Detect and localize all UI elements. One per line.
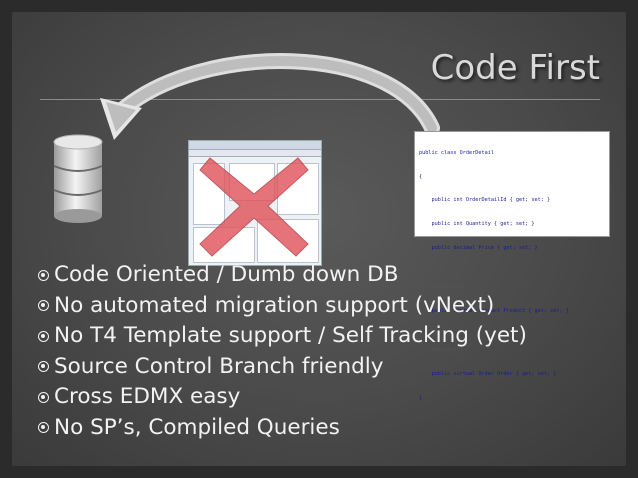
database-icon bbox=[53, 134, 103, 223]
bullet-text: Code Oriented / Dumb down DB bbox=[54, 262, 399, 287]
bullet-item: Source Control Branch friendly bbox=[38, 352, 527, 383]
code-sample: public class OrderDetail { public int Or… bbox=[414, 131, 610, 401]
bullet-icon bbox=[38, 361, 49, 373]
bullet-item: No T4 Template support / Self Tracking (… bbox=[38, 321, 527, 352]
title-divider bbox=[40, 99, 600, 100]
bullet-icon bbox=[38, 300, 49, 312]
code-line: public decimal Price { get; set; } bbox=[419, 244, 538, 251]
bullet-text: Cross EDMX easy bbox=[54, 384, 241, 409]
bullet-item: Cross EDMX easy bbox=[38, 382, 527, 413]
code-line: public int OrderDetailId { get; set; } bbox=[419, 197, 551, 204]
code-line: [Required] bbox=[419, 347, 463, 354]
code-line: } bbox=[419, 394, 423, 401]
red-cross-mark bbox=[199, 157, 309, 257]
code-line: [Required] bbox=[419, 284, 463, 291]
bullet-icon bbox=[38, 391, 49, 403]
bullet-icon bbox=[38, 330, 49, 342]
bullet-icon bbox=[38, 422, 49, 434]
code-line: public virtual Product Product { get; se… bbox=[419, 307, 569, 314]
curved-arrow bbox=[100, 53, 440, 140]
bullet-text: Source Control Branch friendly bbox=[54, 353, 384, 379]
bullet-item: No SP’s, Compiled Queries bbox=[38, 413, 527, 444]
code-line: public int Quantity { get; set; } bbox=[419, 220, 535, 227]
bullet-item: No automated migration support (vNext) bbox=[38, 291, 527, 322]
slide-title: Code First bbox=[430, 48, 600, 88]
code-line: public class OrderDetail bbox=[419, 149, 494, 156]
bullet-item: Code Oriented / Dumb down DB bbox=[38, 260, 527, 291]
code-line: { bbox=[419, 173, 423, 180]
bullet-text: No T4 Template support / Self Tracking (… bbox=[54, 323, 527, 348]
bullet-text: No SP’s, Compiled Queries bbox=[54, 414, 340, 440]
code-line: public virtual Order Order { get; set; } bbox=[419, 371, 557, 378]
bullet-icon bbox=[38, 269, 49, 281]
slide: Code First bbox=[12, 12, 626, 466]
bullet-text: No automated migration support (vNext) bbox=[54, 292, 495, 318]
bullet-list: Code Oriented / Dumb down DB No automate… bbox=[38, 260, 527, 443]
